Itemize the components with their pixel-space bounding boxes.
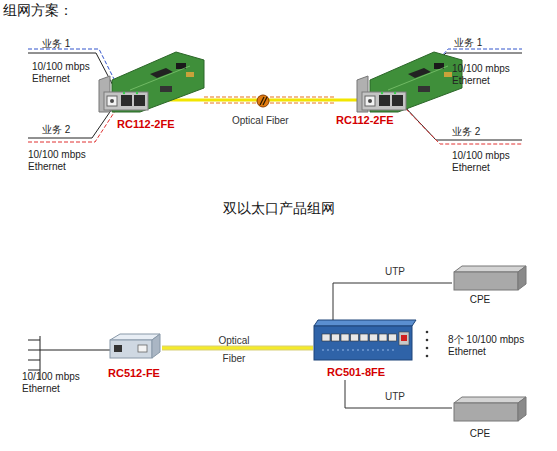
cpe-image: [454, 266, 526, 290]
cpe-node: CPE: [452, 265, 528, 305]
device-label: CPE: [452, 293, 508, 306]
network-label: 10/100 mbps Ethernet: [452, 63, 516, 87]
fiber-edge: [204, 103, 336, 104]
cpe-image: [454, 397, 526, 421]
fiber-edge: [162, 346, 313, 351]
rj45-port: [370, 334, 378, 341]
power-switch: [401, 335, 407, 341]
network-label: 业务 1: [42, 38, 92, 50]
network-label: 业务 2: [452, 126, 502, 138]
device-label: CPE: [452, 427, 508, 440]
ellipsis-dot: [426, 331, 429, 334]
switch-top: [314, 320, 416, 326]
ellipsis-dot: [426, 339, 429, 342]
network-label: 业务 1: [454, 37, 504, 49]
bus-symbol: [28, 370, 40, 371]
switch-front: [314, 326, 412, 360]
network-label: 业务 2: [42, 124, 92, 136]
rj45-port: [351, 334, 359, 341]
utp-cable: [345, 380, 452, 408]
cpe-node: CPE: [452, 396, 528, 442]
ellipsis-dot: [426, 355, 429, 358]
fiber-edge: [204, 97, 336, 98]
fiber-port: [138, 345, 147, 352]
connector-label: UTP: [378, 391, 412, 403]
device-model: RC112-2FE: [336, 114, 416, 127]
power-panel: [399, 332, 409, 345]
network-label: 10/100 mbps Ethernet: [452, 150, 516, 174]
device-node: RC112-2FE: [98, 50, 204, 132]
connector-label: Optical Fiber: [212, 332, 256, 368]
card-image: [99, 52, 204, 112]
device-node: RC512-FE: [106, 333, 162, 381]
rj45-port: [360, 334, 368, 341]
device-side: [152, 334, 160, 358]
service-line: [406, 109, 522, 144]
device-model: RC512-FE: [108, 367, 178, 380]
rj45-port: [379, 334, 387, 341]
rj45-port: [114, 345, 122, 352]
network-label: 10/100 mbps Ethernet: [32, 61, 96, 85]
card-image: [357, 52, 462, 112]
device-model: RC501-8FE: [327, 366, 407, 379]
connector-group: [162, 348, 313, 349]
ellipsis-dot: [426, 347, 429, 350]
page-title: 组网方案：: [3, 2, 73, 19]
optical-fiber: [204, 99, 336, 102]
bus-symbol: [28, 340, 40, 341]
figure-caption: 双以太口产品组网: [0, 200, 557, 217]
rj45-port: [332, 334, 340, 341]
fiber-icon: [257, 95, 269, 107]
network-label: 10/100 mbps Ethernet: [28, 149, 92, 173]
rj45-port: [322, 334, 330, 341]
fiber-icon: [263, 97, 267, 105]
connector-group: [345, 380, 452, 408]
optical-fiber: [162, 347, 313, 350]
rj45-port: [341, 334, 349, 341]
device-front: [110, 340, 152, 358]
network-label: 10/100 mbps Ethernet: [22, 371, 86, 395]
ethernet-line: [404, 106, 522, 140]
utp-cable: [333, 283, 452, 320]
device-node: RC112-2FE: [336, 50, 450, 132]
device-node: RC501-8FE: [313, 320, 417, 380]
led-row: [322, 350, 396, 351]
device-model: RC112-2FE: [117, 118, 197, 131]
service-line: [28, 108, 117, 142]
bus-symbol: [28, 350, 40, 351]
network-label: 8个 10/100 mbps Ethernet: [448, 334, 530, 358]
connector-label: Optical Fiber: [232, 115, 312, 127]
connector-label: UTP: [378, 266, 412, 278]
bus-symbol: [28, 360, 40, 361]
connector-group: [333, 283, 452, 320]
ethernet-line: [40, 350, 110, 351]
rj45-port: [389, 334, 397, 341]
connector-group: [204, 97, 336, 103]
